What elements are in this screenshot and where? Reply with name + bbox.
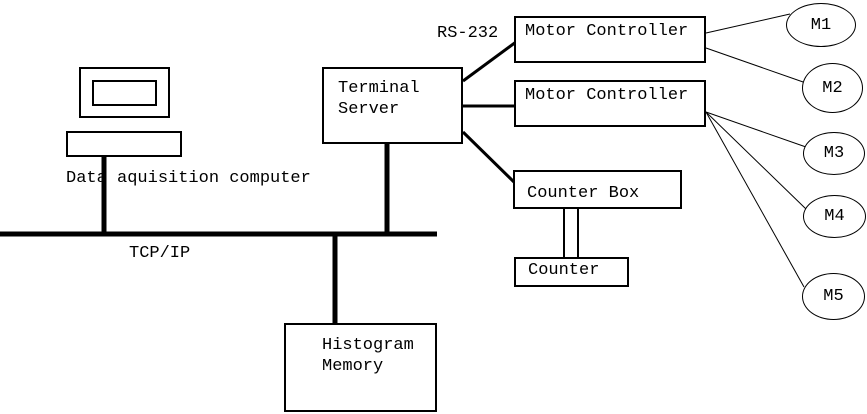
link-mc1-m1	[705, 13, 791, 34]
motor-m3-node: M3	[803, 132, 865, 175]
link-mc2-m5	[705, 111, 805, 288]
motor-m2-node: M2	[802, 63, 863, 113]
counter-label: Counter	[528, 261, 600, 280]
histogram-memory-box	[284, 323, 437, 412]
computer-keyboard-icon	[66, 131, 182, 157]
counter-box	[514, 257, 629, 287]
motor-controller-2-box	[514, 80, 706, 127]
terminal-server-label: Terminal Server	[338, 79, 420, 119]
motor-m5-label: M5	[823, 287, 844, 306]
motor-m2-label: M2	[822, 78, 843, 98]
rs232-link-motor-controller-1	[462, 40, 517, 83]
motor-m3-label: M3	[823, 144, 845, 163]
motor-m5-node: M5	[802, 273, 865, 320]
motor-controller-1-box	[514, 16, 706, 63]
counter-box-box	[513, 170, 682, 209]
computer-screen-icon	[92, 80, 157, 106]
motor-m1-node: M1	[786, 3, 856, 47]
link-mc1-m2	[705, 47, 807, 84]
histogram-memory-label: Histogram Memory	[322, 336, 414, 376]
link-mc2-m3	[705, 111, 807, 148]
tcp-ip-bus-label: TCP/IP	[129, 244, 191, 263]
link-mc2-m4	[705, 111, 807, 210]
motor-controller-1-label: Motor Controller	[525, 22, 689, 41]
rs232-link-counter-box	[461, 130, 518, 186]
counter-box-label: Counter Box	[527, 184, 640, 203]
data-acquisition-computer-label: Data aquisition computer	[66, 169, 311, 188]
rs-232-label: RS-232	[437, 24, 499, 43]
motor-m4-label: M4	[824, 207, 845, 226]
motor-m1-label: M1	[810, 15, 832, 35]
motor-m4-node: M4	[803, 195, 866, 238]
motor-controller-2-label: Motor Controller	[525, 86, 689, 105]
terminal-server-box	[322, 67, 463, 144]
